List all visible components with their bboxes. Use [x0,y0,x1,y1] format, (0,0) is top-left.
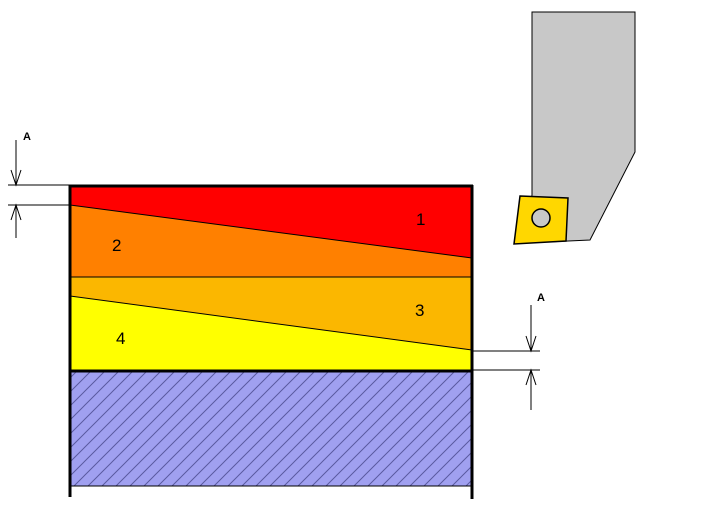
layer-3-label: 3 [415,301,424,320]
dimension-left-label: A [23,131,31,143]
dimension-right [472,305,540,410]
base-hatch [70,371,472,486]
boundary-3-4 [69,295,473,351]
layer-4 [70,296,472,371]
layer-4-label: 4 [116,329,125,348]
layer-1 [70,186,472,258]
tool-holder [524,11,636,244]
layer-2-label: 2 [112,236,121,255]
insert-hole [531,208,551,228]
layer-1-label: 1 [416,210,425,229]
boundary-1-2 [69,204,473,259]
dimension-right-label: A [537,292,545,304]
layer-3 [70,277,472,350]
dimension-left [8,140,70,238]
layer-2 [70,205,472,277]
